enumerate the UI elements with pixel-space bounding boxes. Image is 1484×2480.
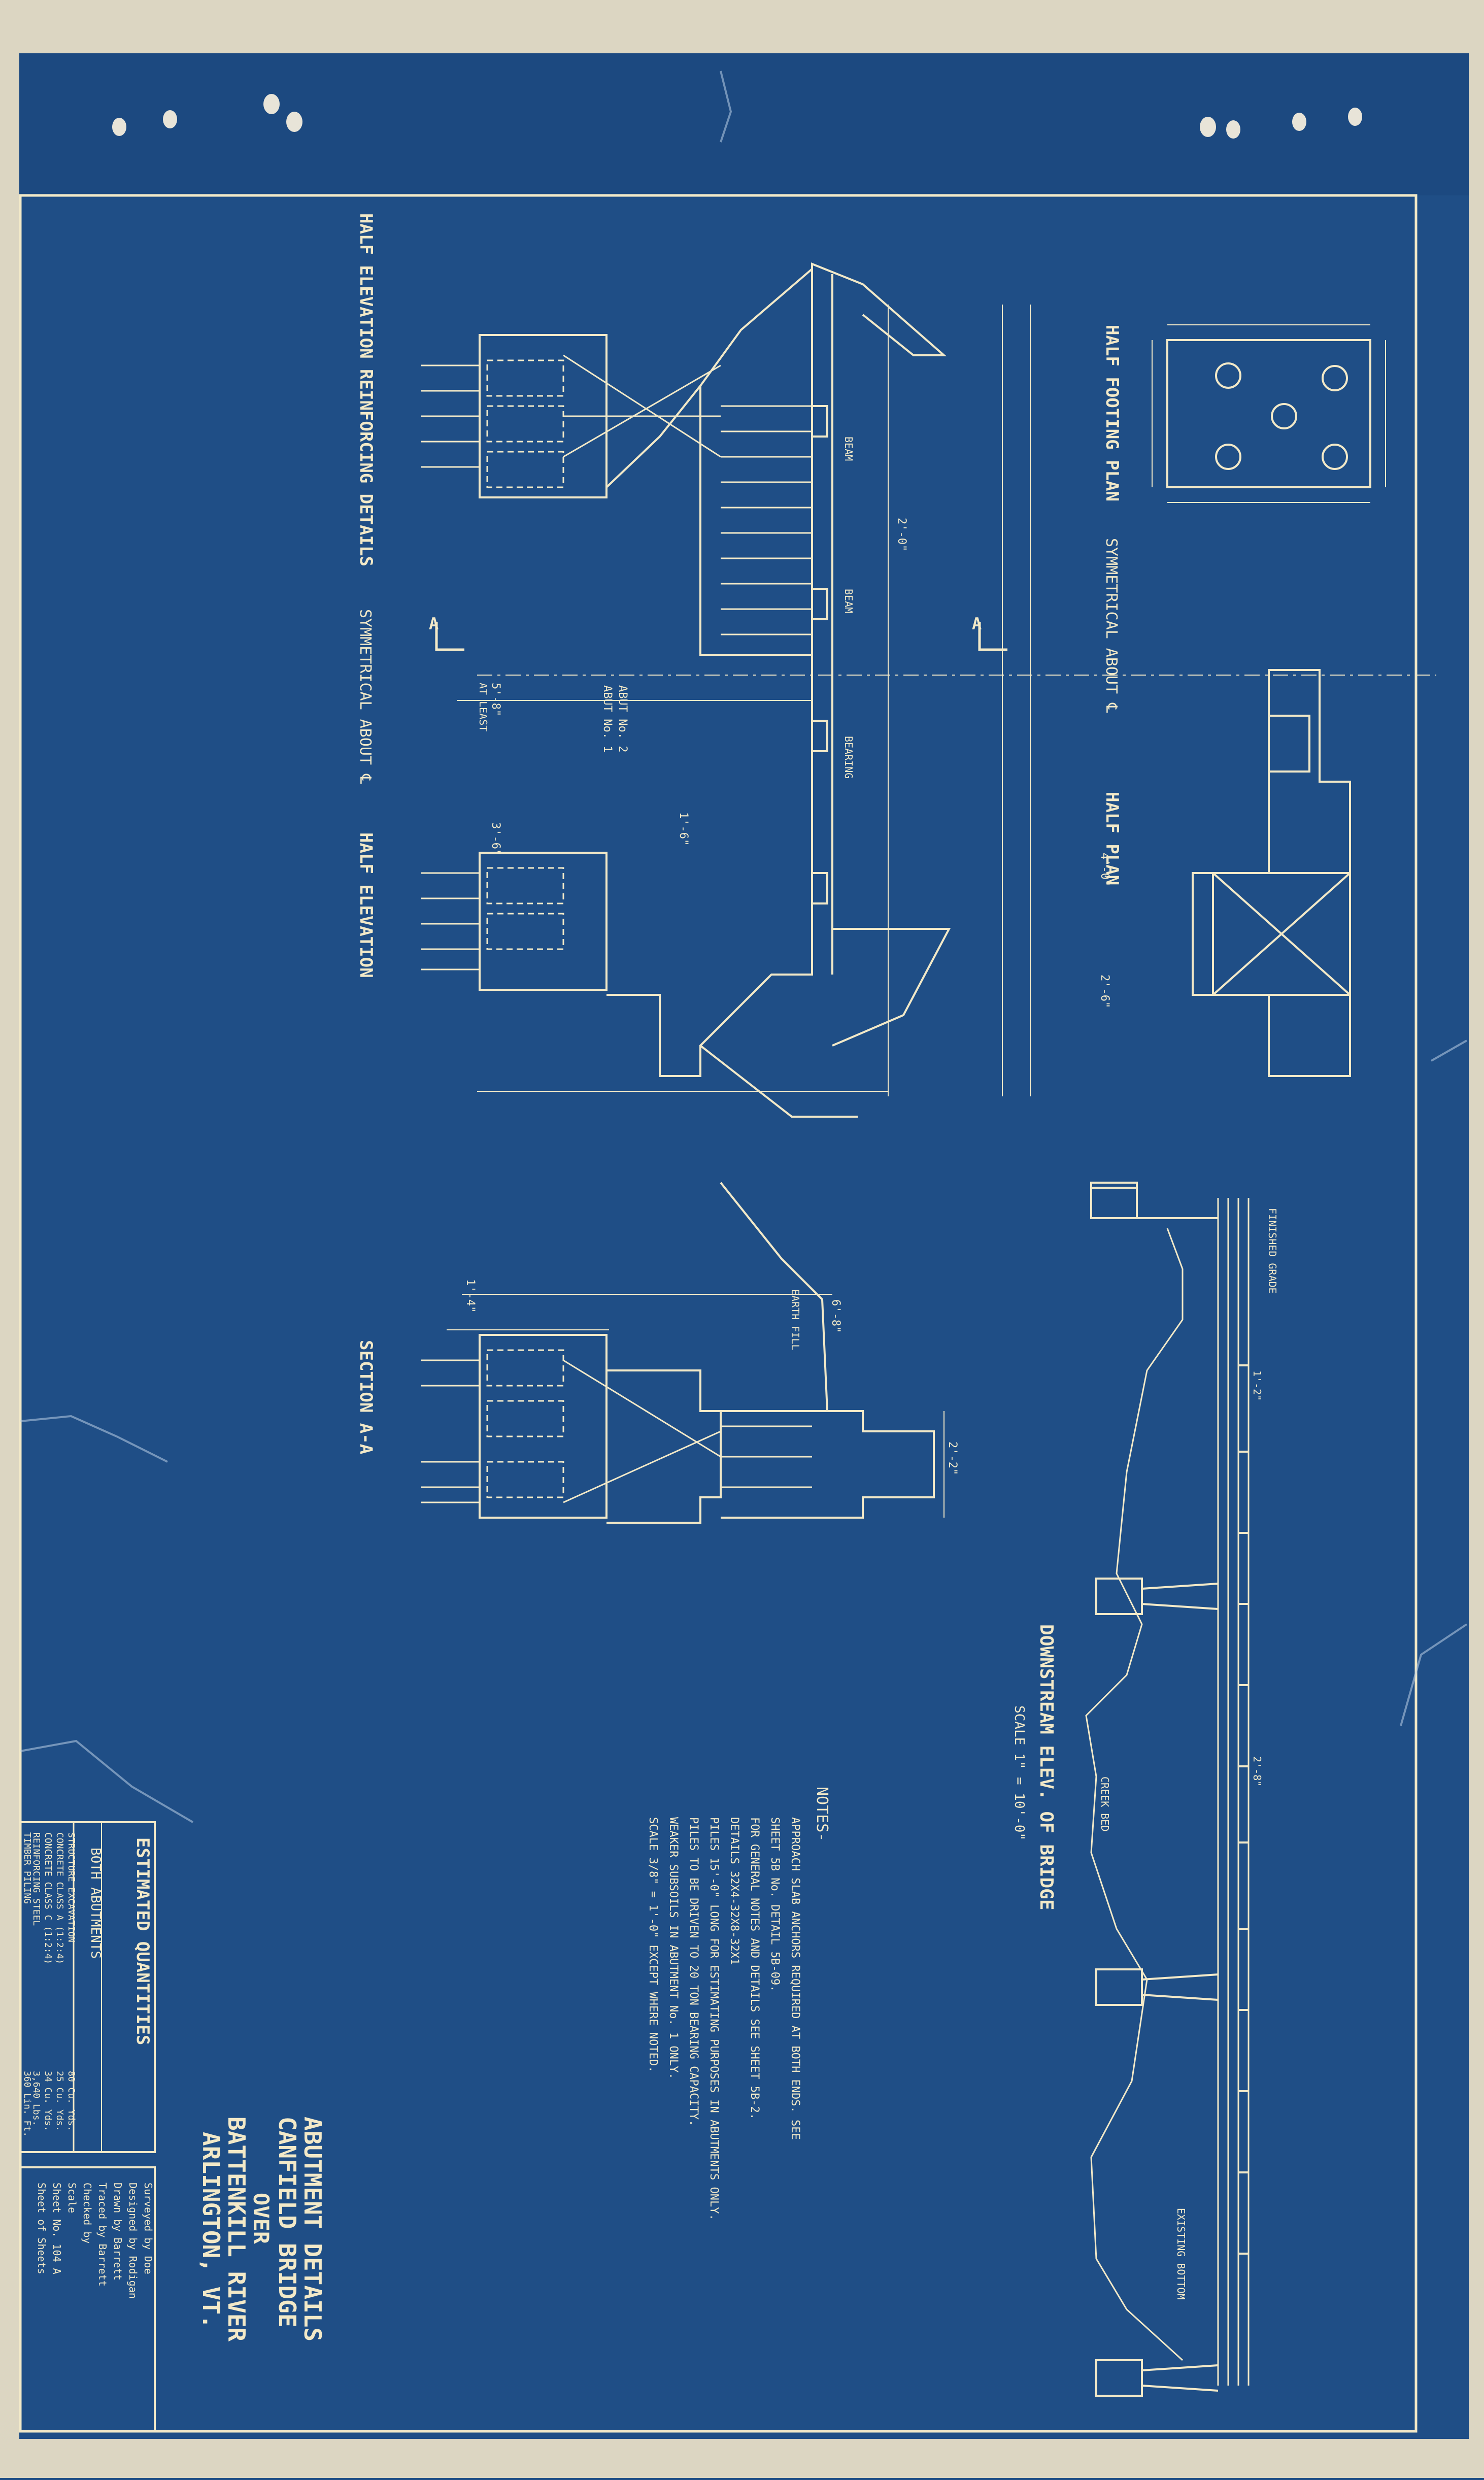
q-value-3: 34 Cu. Yds. bbox=[43, 2071, 53, 2131]
paper-creases bbox=[20, 71, 1468, 1823]
note-line-8: SCALE 3/8" = 1'-0" EXCEPT WHERE NOTED. bbox=[647, 1817, 659, 2072]
q-value-2: 25 Cu. Yds. bbox=[54, 2071, 65, 2131]
label-abut-1: ABUT No. 1 bbox=[601, 685, 614, 752]
credit-5: Checked by bbox=[81, 2183, 93, 2243]
label-finished-grade: FINISHED GRADE bbox=[1266, 1208, 1278, 1294]
q-value-1: 80 Cu. Yds. bbox=[66, 2071, 77, 2131]
dim-10: 1'-2" bbox=[1251, 1370, 1263, 1401]
q-item-2: CONCRETE CLASS A (1:2:4) bbox=[54, 1832, 65, 1964]
half-footing-plan bbox=[1152, 324, 1386, 503]
note-line-2: SHEET 5B No. DETAIL 5B-09. bbox=[768, 1817, 781, 1992]
label-creek-bed: CREEK BED bbox=[1099, 1777, 1111, 1831]
title-line-1: ABUTMENT DETAILS bbox=[299, 2117, 326, 2341]
dim-2: 3'-6" bbox=[489, 822, 502, 856]
title-line-2: CANFIELD BRIDGE bbox=[274, 2117, 301, 2327]
section-a-a bbox=[421, 1182, 945, 1524]
downstream-elevation bbox=[1085, 1182, 1250, 2397]
note-line-5: PILES 15'-0" LONG FOR ESTIMATING PURPOSE… bbox=[707, 1817, 720, 2221]
dim-7: 1'-4" bbox=[464, 1279, 477, 1313]
title-line-4: BATTENKILL RIVER bbox=[223, 2117, 250, 2341]
quantities-table: ESTIMATED QUANTITIES BOTH ABUTMENTS STRU… bbox=[19, 1821, 156, 2153]
label-earth-fill: EARTH FILL bbox=[789, 1289, 801, 1350]
note-line-1: APPROACH SLAB ANCHORS REQUIRED AT BOTH E… bbox=[789, 1817, 801, 2140]
dim-3: 1'-6" bbox=[677, 812, 690, 846]
q-item-5: TIMBER PILING bbox=[22, 1832, 32, 1904]
label-section-a-a: SECTION A-A bbox=[356, 1340, 376, 1454]
label-beam: BEAM bbox=[842, 437, 855, 461]
label-existing-bottom: EXISTING BOTTOM bbox=[1175, 2208, 1187, 2300]
q-item-4: REINFORCING STEEL bbox=[31, 1832, 42, 1926]
note-line-3: FOR GENERAL NOTES AND DETAILS SEE SHEET … bbox=[748, 1817, 761, 2120]
dim-8: 6'-8" bbox=[829, 1299, 842, 1333]
label-half-elevation-reinforcing: HALF ELEVATION REINFORCING DETAILS bbox=[356, 213, 376, 566]
label-symmetrical-about-cl-2: SYMMETRICAL ABOUT ℄ bbox=[356, 609, 374, 784]
label-symmetrical-about-cl: SYMMETRICAL ABOUT ℄ bbox=[1102, 538, 1120, 713]
label-at-least: AT LEAST bbox=[477, 683, 489, 731]
section-mark-a-left: A bbox=[429, 614, 439, 633]
title-block: ABUTMENT DETAILS CANFIELD BRIDGE OVER BA… bbox=[197, 2117, 326, 2341]
title-line-5: ARLINGTON, VT. bbox=[197, 2132, 225, 2329]
label-downstream-elev: DOWNSTREAM ELEV. OF BRIDGE bbox=[1036, 1624, 1057, 1911]
quantities-title: ESTIMATED QUANTITIES bbox=[132, 1837, 153, 2045]
label-downstream-scale: SCALE 1" = 10'-0" bbox=[1011, 1705, 1027, 1840]
credits-box: Surveyed by Doe Designed by Rodigan Draw… bbox=[19, 2166, 156, 2432]
dim-1: 5'-8" bbox=[489, 683, 502, 716]
blueprint-paper bbox=[19, 53, 1469, 2439]
half-plan bbox=[1192, 669, 1351, 1077]
q-item-1: STRUCTURE EXCAVATION bbox=[66, 1832, 77, 1942]
title-line-3: OVER bbox=[249, 2193, 274, 2244]
dim-11: 2'-8" bbox=[1251, 1756, 1263, 1787]
punch-holes bbox=[112, 94, 1362, 139]
credit-3: Drawn by Barrett bbox=[112, 2183, 124, 2281]
half-elevation-reinforcing bbox=[421, 262, 1436, 1118]
label-half-elevation: HALF ELEVATION bbox=[356, 832, 376, 978]
sheet-border bbox=[19, 194, 1418, 2433]
q-value-4: 3,640 Lbs. bbox=[31, 2071, 42, 2126]
note-line-7: WEAKER SUBSOILS IN ABUTMENT No. 1 ONLY. bbox=[667, 1817, 680, 2080]
credit-8: Sheet of Sheets bbox=[36, 2183, 48, 2274]
dim-6: 2'-6" bbox=[1098, 975, 1111, 1008]
quantities-subtitle: BOTH ABUTMENTS bbox=[88, 1848, 103, 1959]
label-half-footing-plan: HALF FOOTING PLAN bbox=[1102, 325, 1122, 501]
label-half-plan: HALF PLAN bbox=[1102, 792, 1122, 885]
dim-9: 2'-2" bbox=[946, 1442, 959, 1475]
label-beam-2: BEAM bbox=[842, 589, 855, 613]
section-cut-marks bbox=[435, 622, 1007, 651]
dim-5: 4'-0" bbox=[1098, 853, 1111, 886]
note-line-4: DETAILS 32X4-32X8-32X1 bbox=[728, 1817, 740, 1965]
q-item-3: CONCRETE CLASS C (1:2:4) bbox=[43, 1832, 53, 1964]
notes-block: NOTES- APPROACH SLAB ANCHORS REQUIRED AT… bbox=[647, 1787, 831, 2221]
label-abut-2: ABUT No. 2 bbox=[616, 685, 629, 752]
q-value-5: 360 Lin. Ft. bbox=[22, 2071, 32, 2137]
note-line-6: PILES TO BE DRIVEN TO 20 TON BEARING CAP… bbox=[687, 1817, 700, 2126]
credit-2: Designed by Rodigan bbox=[127, 2183, 139, 2299]
credit-4: Traced by Barrett bbox=[96, 2183, 109, 2287]
credit-1: Surveyed by Doe bbox=[142, 2183, 154, 2274]
section-mark-a-right: A bbox=[972, 614, 982, 633]
credit-7: Sheet No. 104 A bbox=[51, 2183, 63, 2274]
dim-4: 2'-0" bbox=[895, 518, 908, 551]
label-bearing: BEARING bbox=[842, 736, 855, 779]
top-strip bbox=[19, 53, 1469, 195]
credit-6: Scale bbox=[66, 2183, 78, 2213]
notes-heading: NOTES- bbox=[813, 1787, 831, 1841]
